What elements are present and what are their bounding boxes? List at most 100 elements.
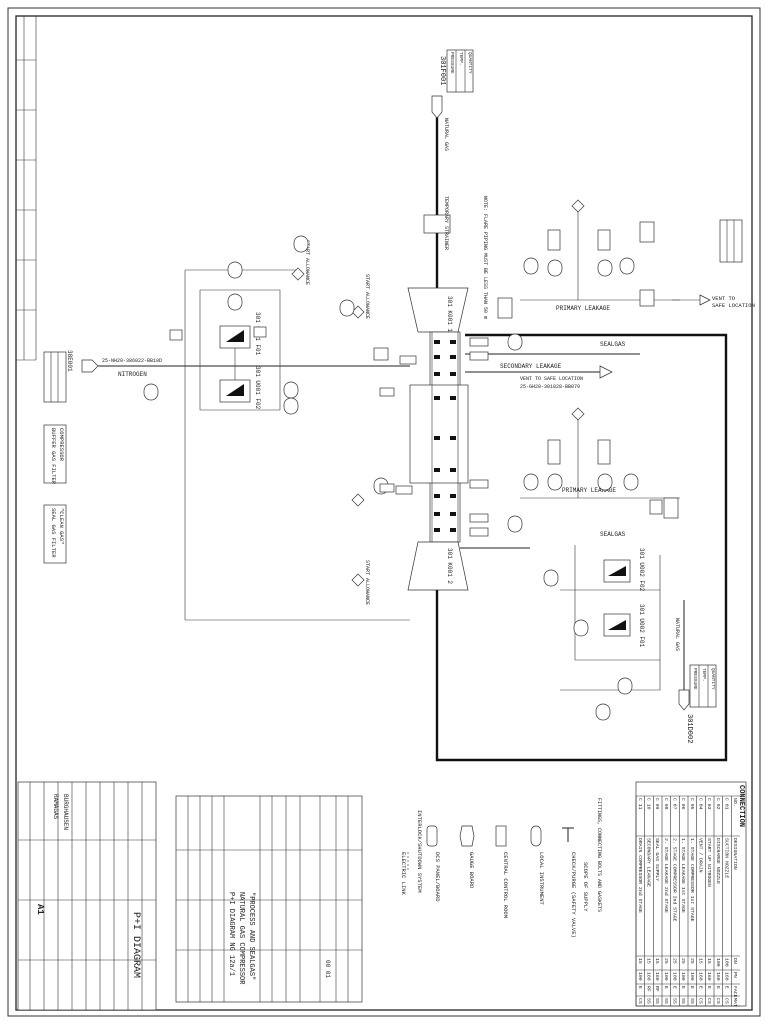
connection-table-cell: DRAIN COMPRESSOR 2nd STAGE xyxy=(637,838,643,913)
description-line-1: P+I DIAGRAM NG 12a/1 xyxy=(227,892,235,976)
note-text: NOTE: FLARE PIPING MUST BE LESS THAN 50 … xyxy=(482,196,488,319)
right-instruments-upper xyxy=(497,199,655,351)
legend-item-central-control: CENTRAL CONTROL ROOM xyxy=(502,852,509,918)
discharge-loop xyxy=(435,333,728,762)
connection-table-cell: SS xyxy=(663,998,669,1004)
compressor-1-label: 301 K001 1 xyxy=(446,296,453,332)
connection-table-cell: 15 xyxy=(637,958,643,964)
connection-table-cell: C 06 xyxy=(680,798,686,810)
legend: FITTINGS, CONNECTING BOLTS AND GASKETS C… xyxy=(400,798,602,938)
connection-table-cell: SEAL GAS SUPPLY xyxy=(654,838,660,881)
discharge-tag-label: 301D002 xyxy=(685,714,693,743)
discharge-tag: 301D002 PRESSURE TEMP. QUANTITY NATURAL … xyxy=(674,600,717,743)
connection-table-cell: 15 xyxy=(698,958,704,964)
document-info-block: P+I DIAGRAM NG 12a/1 NATURAL GAS COMPRES… xyxy=(175,795,363,1003)
discharge-quantity-label: QUANTITY xyxy=(710,668,716,690)
doc-number: 00 01 xyxy=(324,960,331,978)
connection-table-cell: E xyxy=(715,986,721,989)
clean-gas-text: "CLEAN GAS" xyxy=(58,508,65,544)
connection-table-cell: CS xyxy=(715,998,721,1004)
connection-header-cell: DN xyxy=(732,958,738,964)
suction-pressure-label: PRESSURE xyxy=(449,52,455,74)
sealgas-label-lower: SEALGAS xyxy=(600,531,626,538)
connection-table-cell: SUCTION NOZZLE xyxy=(724,838,730,878)
connection-table-cell: C 08 xyxy=(663,798,669,810)
connection-table-cell: C 02 xyxy=(715,798,721,810)
connection-table-cell: E xyxy=(698,986,704,989)
secondary-leakage-label: SECONDARY LEAKAGE xyxy=(500,363,562,370)
connection-table-cell: RF xyxy=(654,986,660,992)
temporary-strainer-label: TEMPORARY STRAINER xyxy=(443,196,449,250)
suction-tag-label: 301F001 xyxy=(438,56,446,85)
left-equipment-notes: BUFFER GAS FILTER COMPRESSOR SEAL GAS FI… xyxy=(43,424,67,564)
sheet-size: A1 xyxy=(35,904,45,915)
connection-table-cell: SS xyxy=(689,998,695,1004)
connection-table-cell: 15 xyxy=(706,958,712,964)
description-line-3: "PROCESS AND SEALGAS" xyxy=(247,892,255,980)
connection-table-cell: 25 xyxy=(680,958,686,964)
connection-header-cell: DESIGNATION xyxy=(732,838,738,870)
connection-table-cell: C 04 xyxy=(698,798,704,810)
legend-item-interlock: INTERLOCK/SHUTDOWN SYSTEM xyxy=(416,810,423,893)
sealgas-label-upper: SEALGAS xyxy=(600,341,626,348)
connection-header-cell: MAT xyxy=(732,998,738,1007)
suction-temp-label: TEMP. xyxy=(458,52,464,66)
connection-table-cell: 100 xyxy=(672,972,678,981)
connection-table-cell: C 09 xyxy=(654,798,660,810)
filter-lower-b-label: 301 U002 F02 xyxy=(638,548,645,592)
connection-table-cell: E xyxy=(663,986,669,989)
start-allowance-label-2: START ALLOWANCE xyxy=(364,274,370,319)
primary-leakage-label-lower: PRIMARY LEAKAGE xyxy=(562,487,616,494)
drawing-title: P+I DIAGRAM xyxy=(130,912,141,978)
connection-table-cell: RF xyxy=(646,986,652,992)
connection-table-cell: 100 xyxy=(689,972,695,981)
seal-gas-filter-text: SEAL GAS FILTER xyxy=(50,508,57,558)
vent-to-label: VENT TO xyxy=(712,295,736,302)
description-line-2: NATURAL GAS COMPRESSOR xyxy=(237,892,245,985)
connection-table-cell: CS xyxy=(724,998,730,1004)
customer-name: BURGHAUSEN xyxy=(62,794,69,830)
connection-table-cell: DISCHARGE NOZZLE xyxy=(715,838,721,884)
connection-table-cell: E xyxy=(637,986,643,989)
suction-flange xyxy=(431,95,443,119)
suction-tag: 301F001 PRESSURE TEMP. QUANTITY NATURAL … xyxy=(438,49,488,319)
compressor-stage-2: 301 K001 2 xyxy=(407,541,469,591)
connection-table-cell: 160 xyxy=(706,972,712,981)
nitrogen-tag-label: 38E001 xyxy=(66,350,73,372)
vent-safe-location-label: VENT TO SAFE LOCATION xyxy=(520,376,583,382)
connection-table-cell: 100 xyxy=(680,972,686,981)
left-instruments xyxy=(143,235,389,495)
inner-border xyxy=(15,15,753,1011)
connection-table-cell: E xyxy=(680,986,686,989)
buffer-gas-filter-text: BUFFER GAS FILTER xyxy=(50,428,57,485)
compressor-stage-1: 301 K001 1 xyxy=(407,287,469,332)
nitrogen-supply: 38E001 NITROGEN 25-NH20-386022-BB10D xyxy=(43,350,410,403)
discharge-natural-gas-label: NATURAL GAS xyxy=(674,618,680,651)
seal-gas-lines: SECONDARY LEAKAGE VENT TO SAFE LOCATION … xyxy=(465,219,755,538)
connection-table-cell: SS xyxy=(672,998,678,1004)
sealgas-filters-lower: 301 U002 F02 301 U002 F01 xyxy=(543,545,661,721)
connection-table-cell: 15 xyxy=(654,958,660,964)
seal-housing xyxy=(409,331,469,543)
connection-table-cell: 160 xyxy=(646,972,652,981)
nitrogen-label: NITROGEN xyxy=(118,371,147,378)
legend-item-local-instrument: LOCAL INSTRUMENT xyxy=(538,852,545,906)
connection-table-cell: SS xyxy=(654,998,660,1004)
connection-table-cell: C 05 xyxy=(689,798,695,810)
project-name: RAMAGAS xyxy=(52,794,59,820)
buffer-gas-compressor-text: COMPRESSOR xyxy=(58,428,65,462)
start-allowance-label-3: START ALLOWANCE xyxy=(364,560,370,605)
connection-table-cell: 100 xyxy=(637,972,643,981)
connection-table-cell: 100 xyxy=(715,958,721,967)
compressor-2-label: 301 K001 2 xyxy=(446,548,453,584)
connection-table-cell: C 01 xyxy=(724,798,730,810)
connection-table-cell: C 07 xyxy=(672,798,678,810)
filter-upper-b-label: 301 U001 F02 xyxy=(254,366,261,410)
connection-table-cell: 25 xyxy=(672,958,678,964)
safe-location-label: SAFE LOCATION xyxy=(712,302,755,309)
start-allowance-left: START ALLOWANCE START ALLOWANCE START AL… xyxy=(291,240,370,605)
discharge-pressure-label: PRESSURE xyxy=(692,668,698,690)
connection-table-cell: C 03 xyxy=(706,798,712,810)
